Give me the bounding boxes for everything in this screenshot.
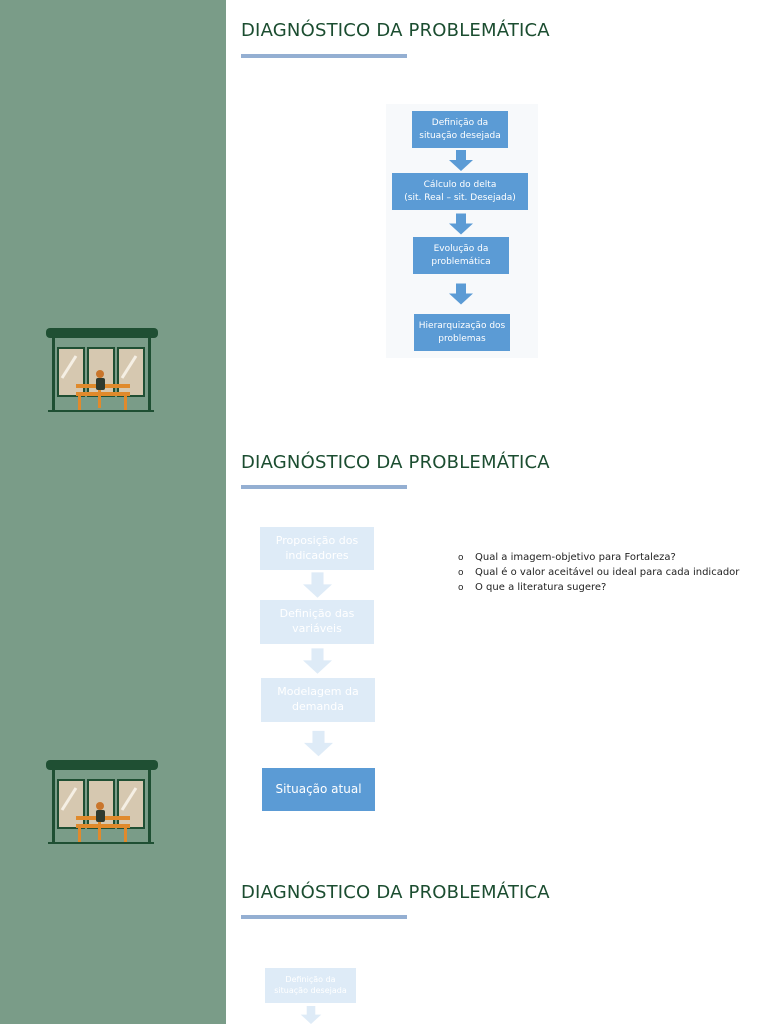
down-arrow-icon <box>303 648 332 674</box>
title-underline <box>241 54 407 58</box>
down-arrow-icon <box>449 283 473 305</box>
down-arrow-icon <box>304 730 333 757</box>
bus-stop-icon <box>46 328 158 412</box>
down-arrow-icon <box>303 572 332 598</box>
bus-stop-icon <box>46 760 158 844</box>
title-underline <box>241 485 407 489</box>
flow-step-delta-calculation: Cálculo do delta(sit. Real – sit. Deseja… <box>392 173 528 210</box>
down-arrow-icon <box>300 1006 322 1024</box>
down-arrow-icon <box>449 150 473 171</box>
page-title: DIAGNÓSTICO DA PROBLEMÁTICA <box>241 20 550 41</box>
flow-step-current-situation: Situação atual <box>262 768 375 811</box>
page-title: DIAGNÓSTICO DA PROBLEMÁTICA <box>241 882 550 903</box>
down-arrow-icon <box>449 213 473 235</box>
title-underline <box>241 915 407 919</box>
page-title: DIAGNÓSTICO DA PROBLEMÁTICA <box>241 452 550 473</box>
sidebar-panel <box>0 0 226 1024</box>
